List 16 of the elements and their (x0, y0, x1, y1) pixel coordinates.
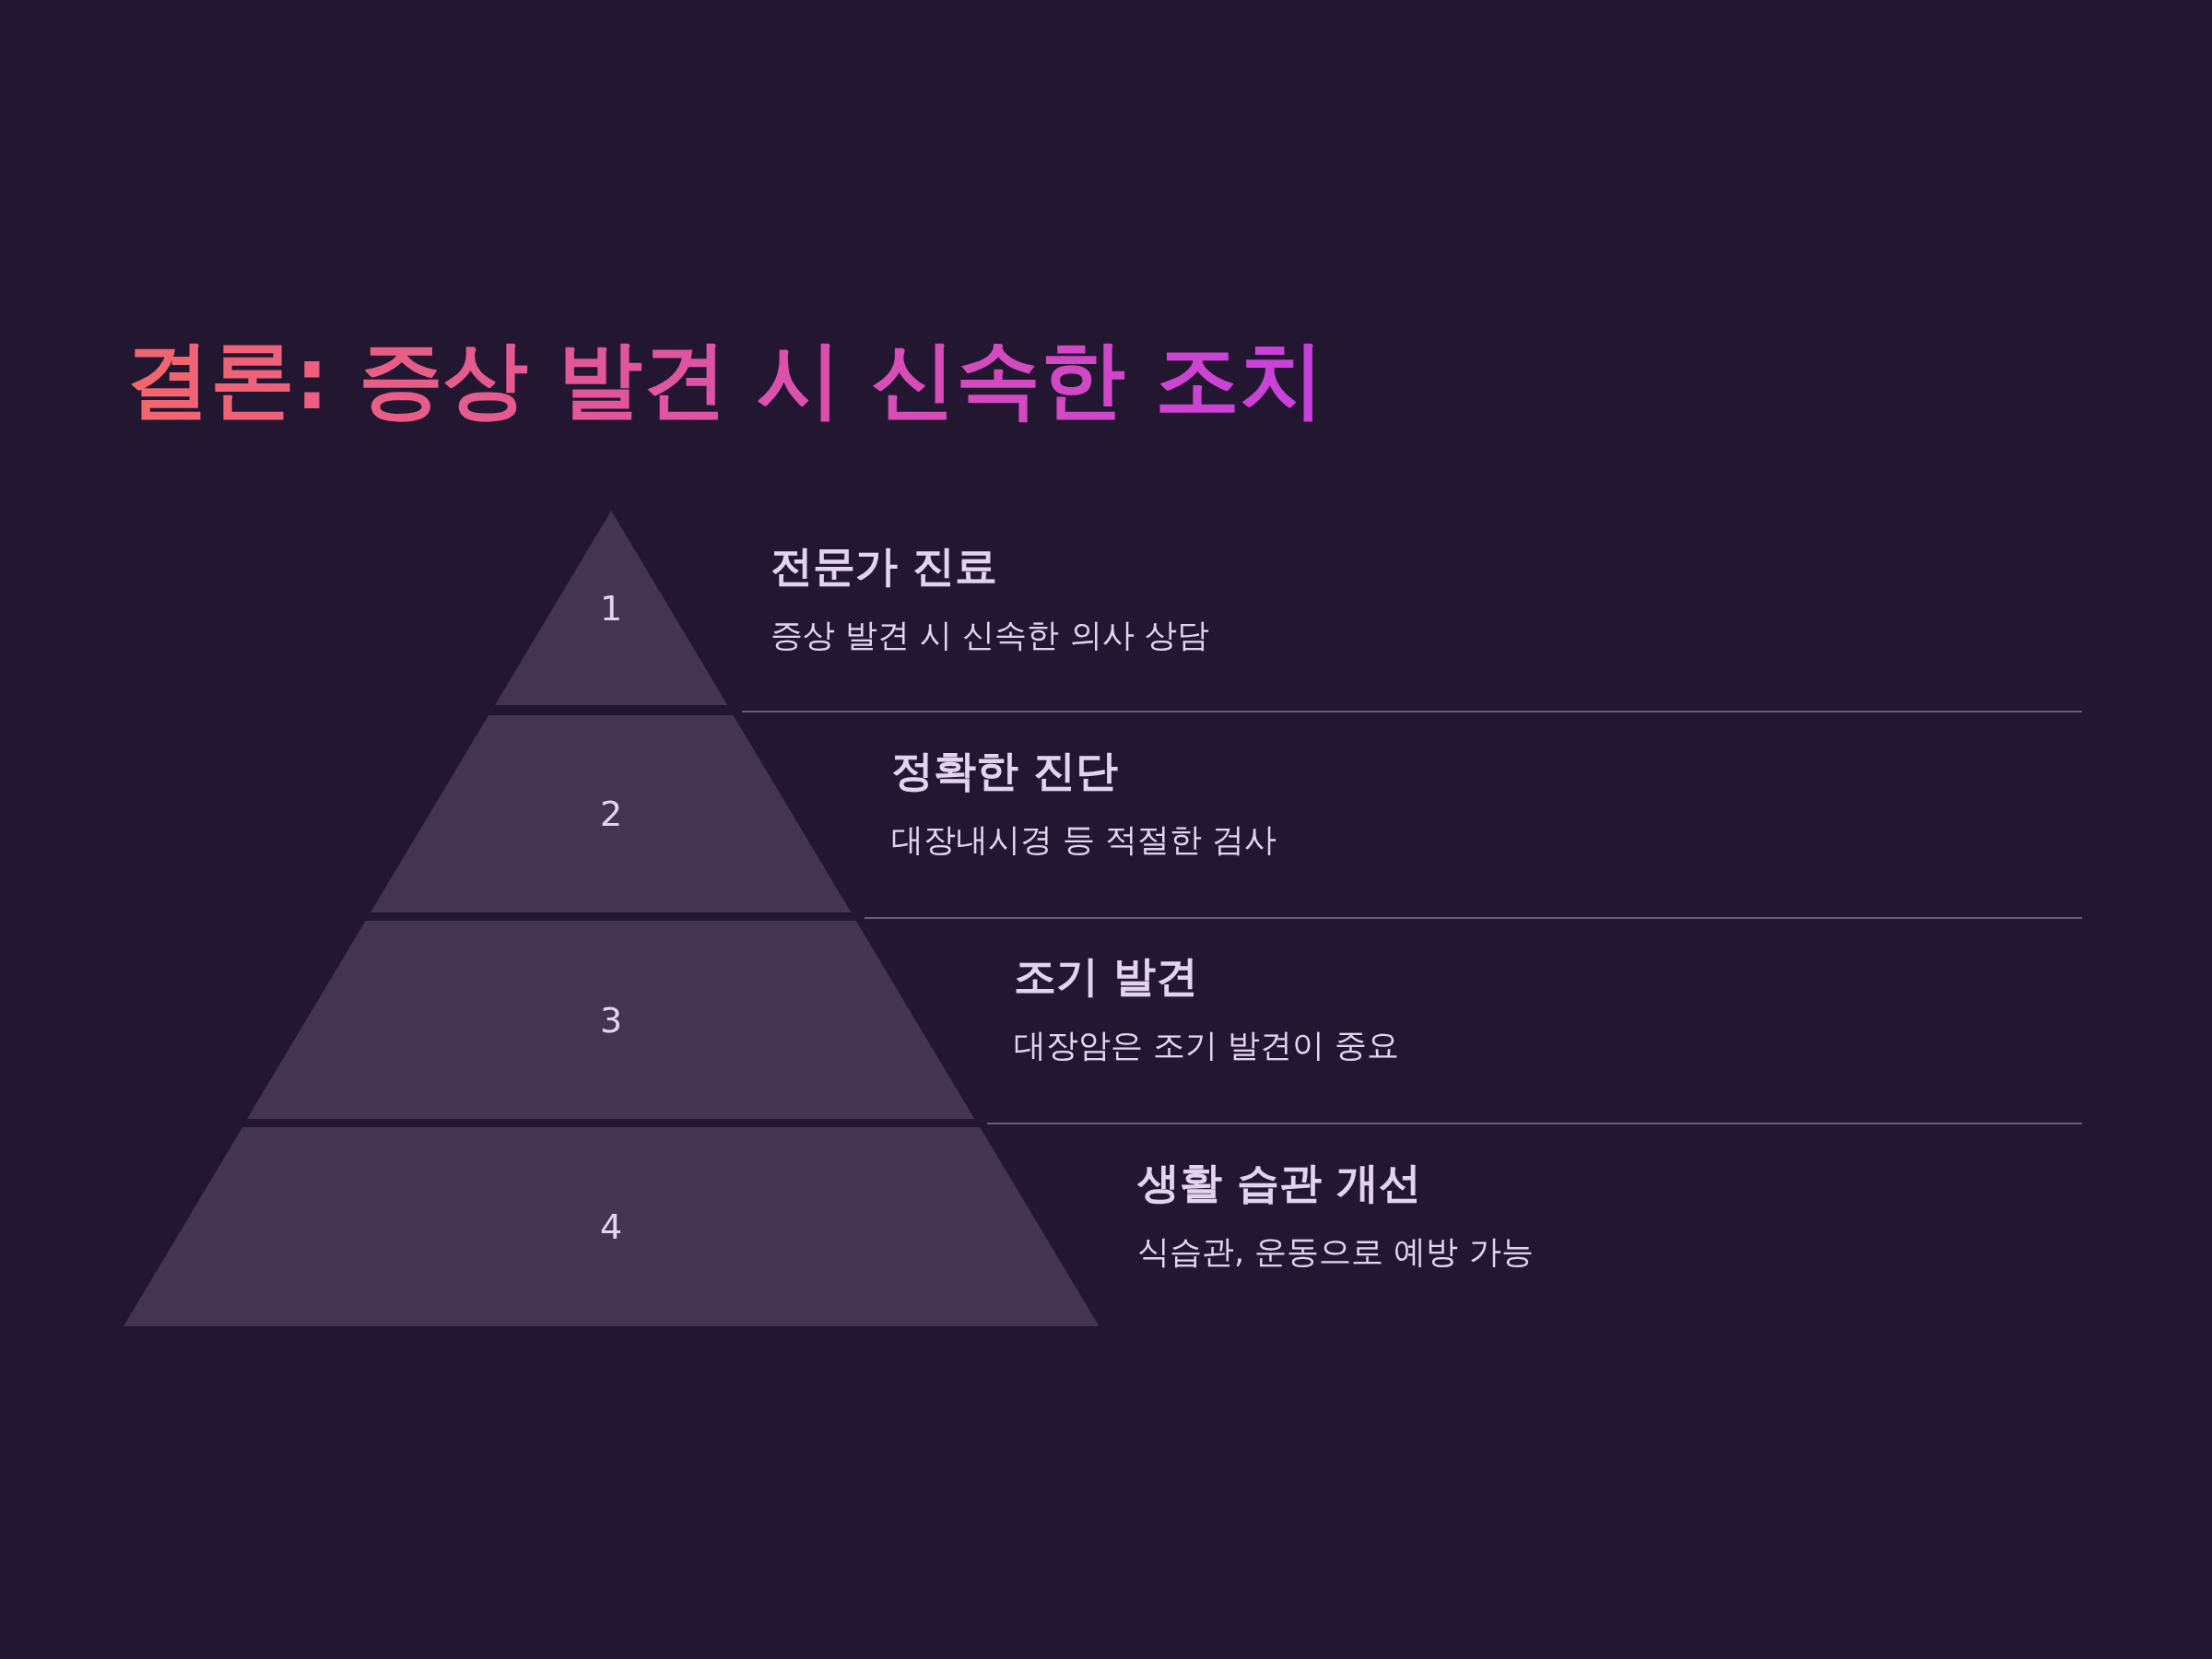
step-description: 대장내시경 등 적절한 검사 (891, 820, 1277, 860)
pyramid-layer (494, 511, 728, 705)
step-number: 4 (599, 1206, 623, 1247)
step-number: 3 (599, 999, 623, 1041)
pyramid-layer (123, 1127, 1100, 1326)
step-description: 식습관, 운동으로 예방 가능 (1137, 1232, 1534, 1272)
step-number: 2 (599, 794, 623, 834)
step-heading: 조기 발견 (1014, 950, 1198, 1003)
step-heading: 전문가 진료 (771, 540, 997, 593)
step-number: 1 (599, 587, 623, 629)
step-description: 대장암은 조기 발견이 중요 (1014, 1026, 1400, 1065)
pyramid-layer (371, 715, 852, 912)
step-description: 증상 발견 시 신속한 의사 상담 (771, 616, 1209, 655)
pyramid-layer (247, 921, 975, 1119)
step-heading: 정확한 진단 (891, 745, 1118, 797)
step-heading: 생활 습관 개선 (1137, 1157, 1422, 1209)
